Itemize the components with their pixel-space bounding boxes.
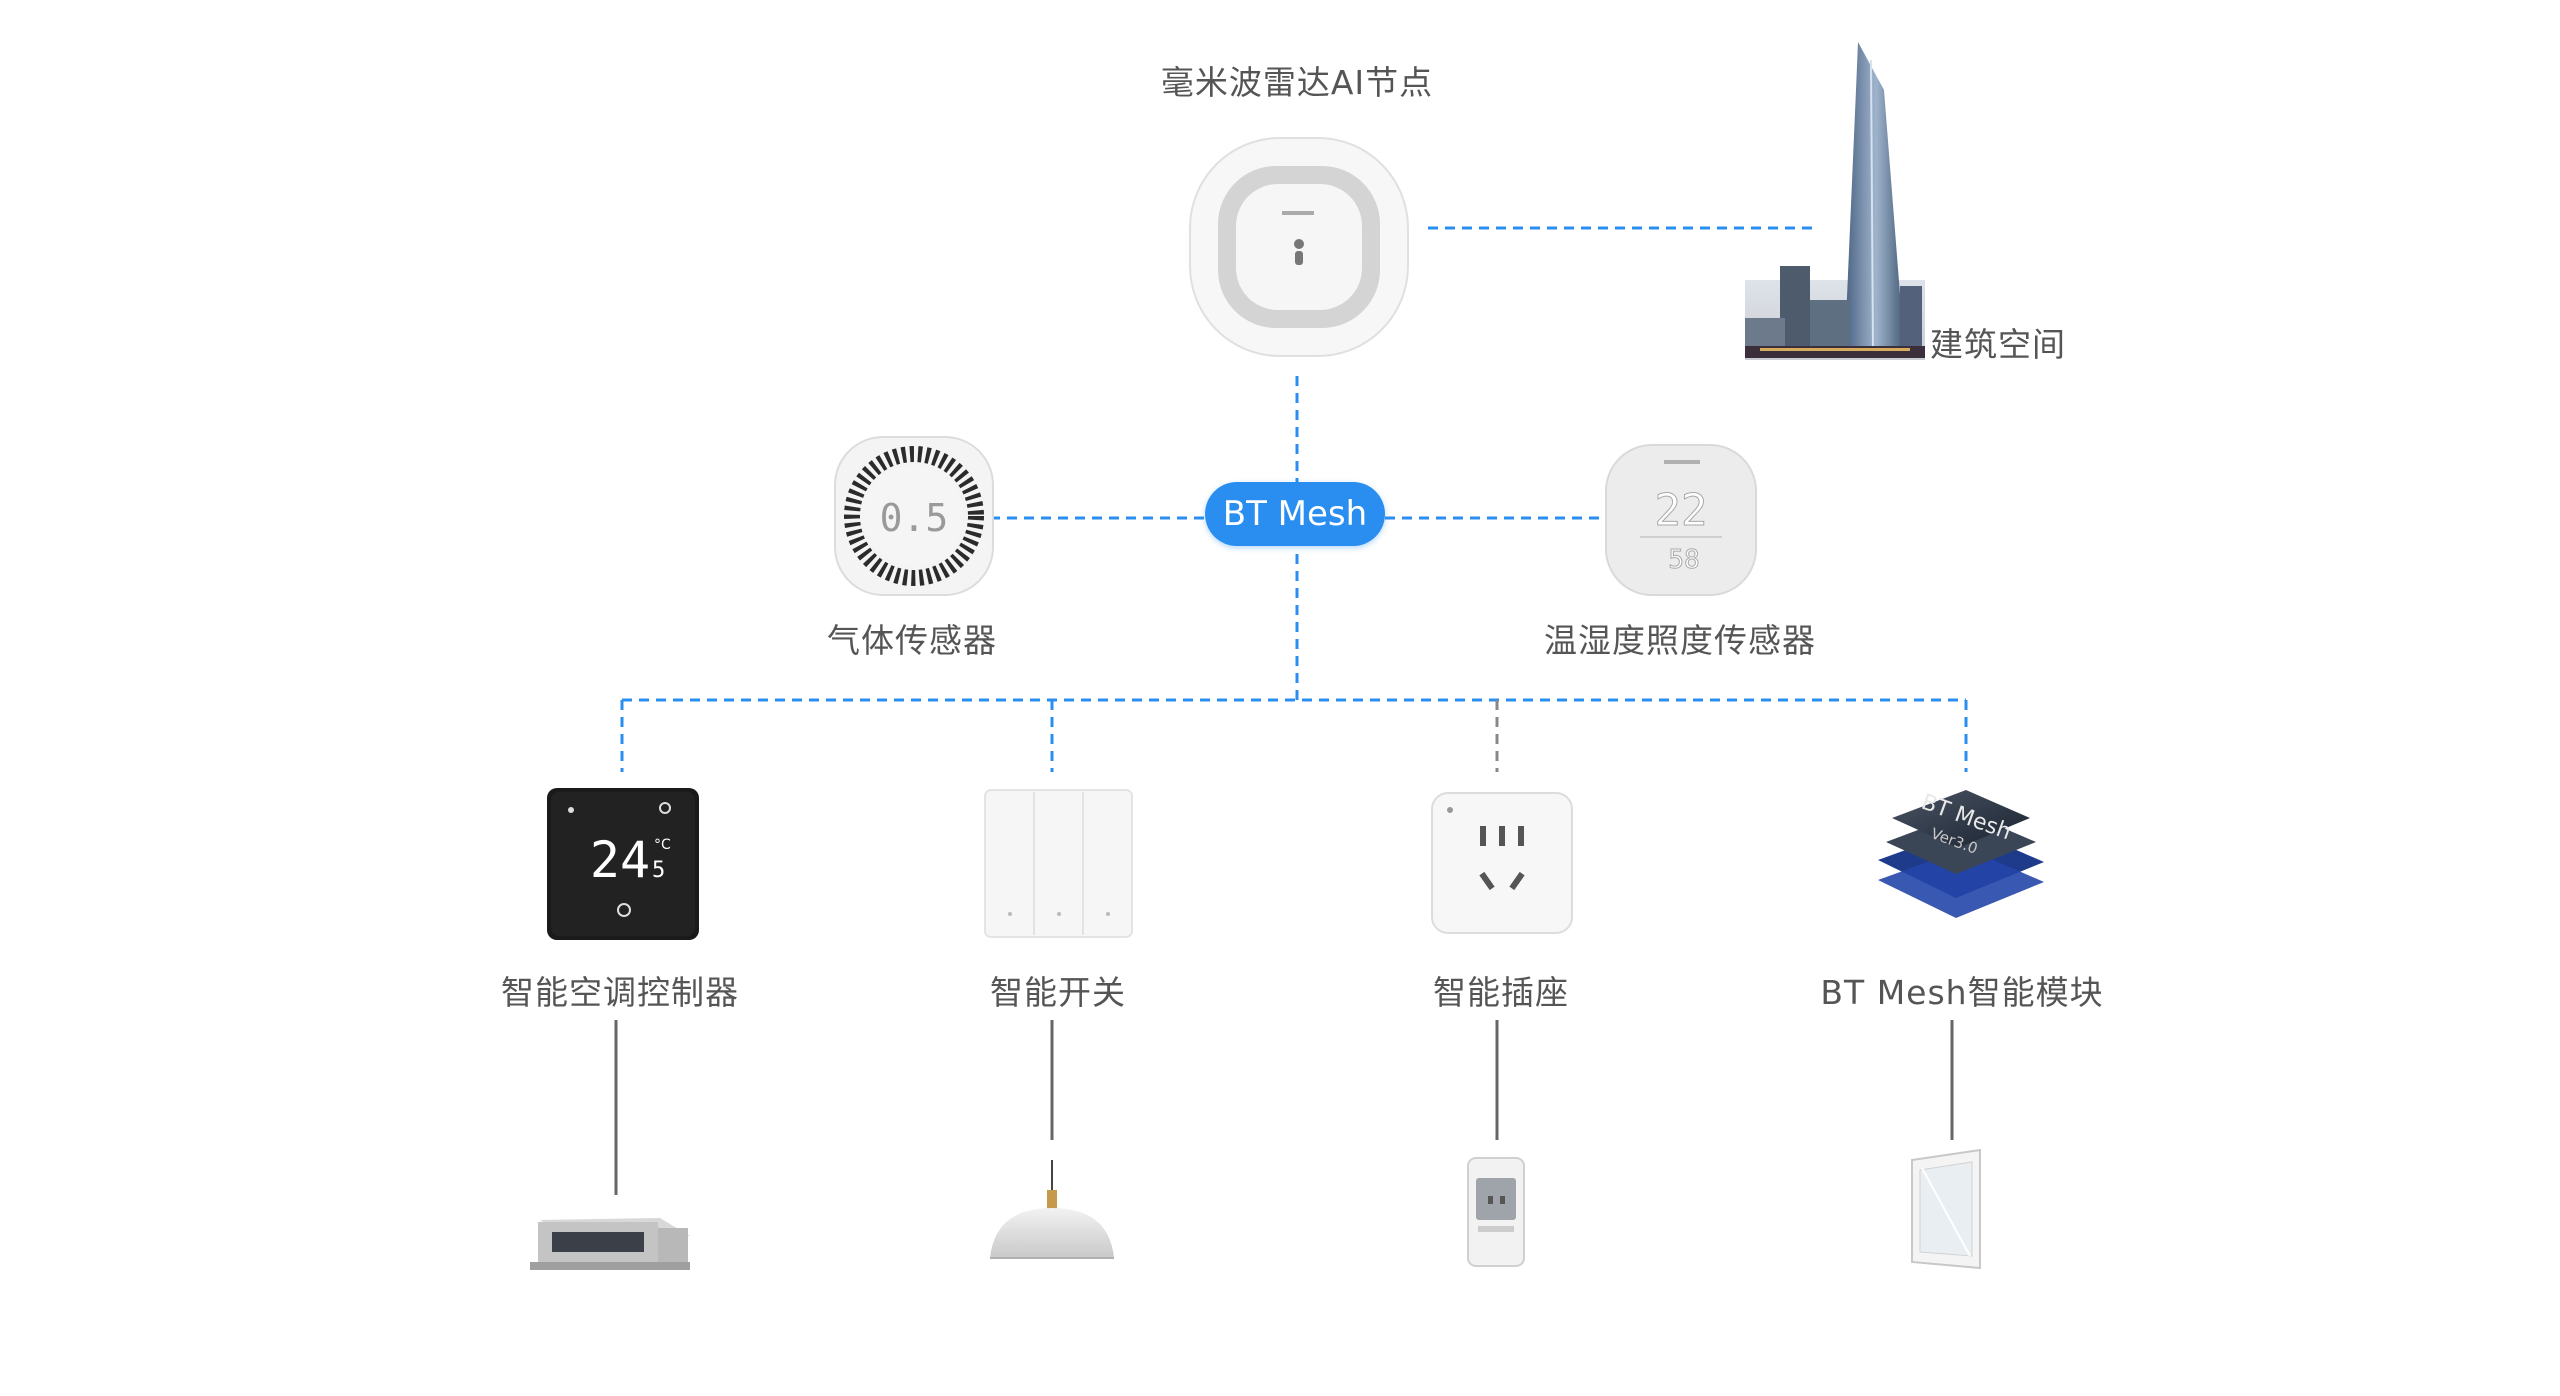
- ac-unit: °C: [654, 837, 671, 853]
- radar-node-device: [1189, 137, 1409, 357]
- skyscraper-photo: [1745, 42, 1925, 360]
- person-icon: [1294, 239, 1304, 249]
- ac-mode: 5: [652, 858, 665, 883]
- water-dispenser: [1467, 1157, 1525, 1267]
- mesh-links: [620, 226, 1968, 772]
- ac-reading: 24: [590, 831, 650, 889]
- bt-mesh-hub: BT Mesh: [1205, 482, 1385, 546]
- pendant-lamp: [990, 1160, 1114, 1259]
- temperature-humidity-sensor-device: 22 58: [1605, 444, 1757, 596]
- mesh-module-label: BT Mesh智能模块: [1820, 973, 2104, 1012]
- gas-sensor-label: 气体传感器: [827, 621, 997, 660]
- building-label: 建筑空间: [1930, 325, 2066, 364]
- window: [1911, 1148, 1981, 1270]
- humidity-reading: 58: [1668, 545, 1699, 575]
- triple-wall-switch: [984, 789, 1133, 938]
- smart-switch-label: 智能开关: [990, 973, 1126, 1012]
- fan-icon: [659, 802, 671, 814]
- control-links: [614, 1020, 1954, 1195]
- temp-sensor-label: 温湿度照度传感器: [1544, 621, 1816, 660]
- power-icon: [617, 903, 631, 917]
- temp-reading: 22: [1655, 485, 1708, 536]
- wifi-icon: [568, 807, 574, 813]
- gas-reading: 0.5: [880, 496, 949, 540]
- gas-sensor-device: 0.5: [834, 436, 994, 596]
- thermostat-panel-device: 24 °C 5: [547, 788, 699, 940]
- ac-controller-label: 智能空调控制器: [501, 973, 739, 1012]
- mesh-chip-module: BT Mesh Ver3.0: [1878, 790, 2044, 918]
- radar-node-label: 毫米波雷达AI节点: [1160, 63, 1434, 102]
- smart-socket-label: 智能插座: [1433, 973, 1569, 1012]
- wall-socket: [1431, 792, 1573, 934]
- fan-coil-unit: [530, 1218, 690, 1270]
